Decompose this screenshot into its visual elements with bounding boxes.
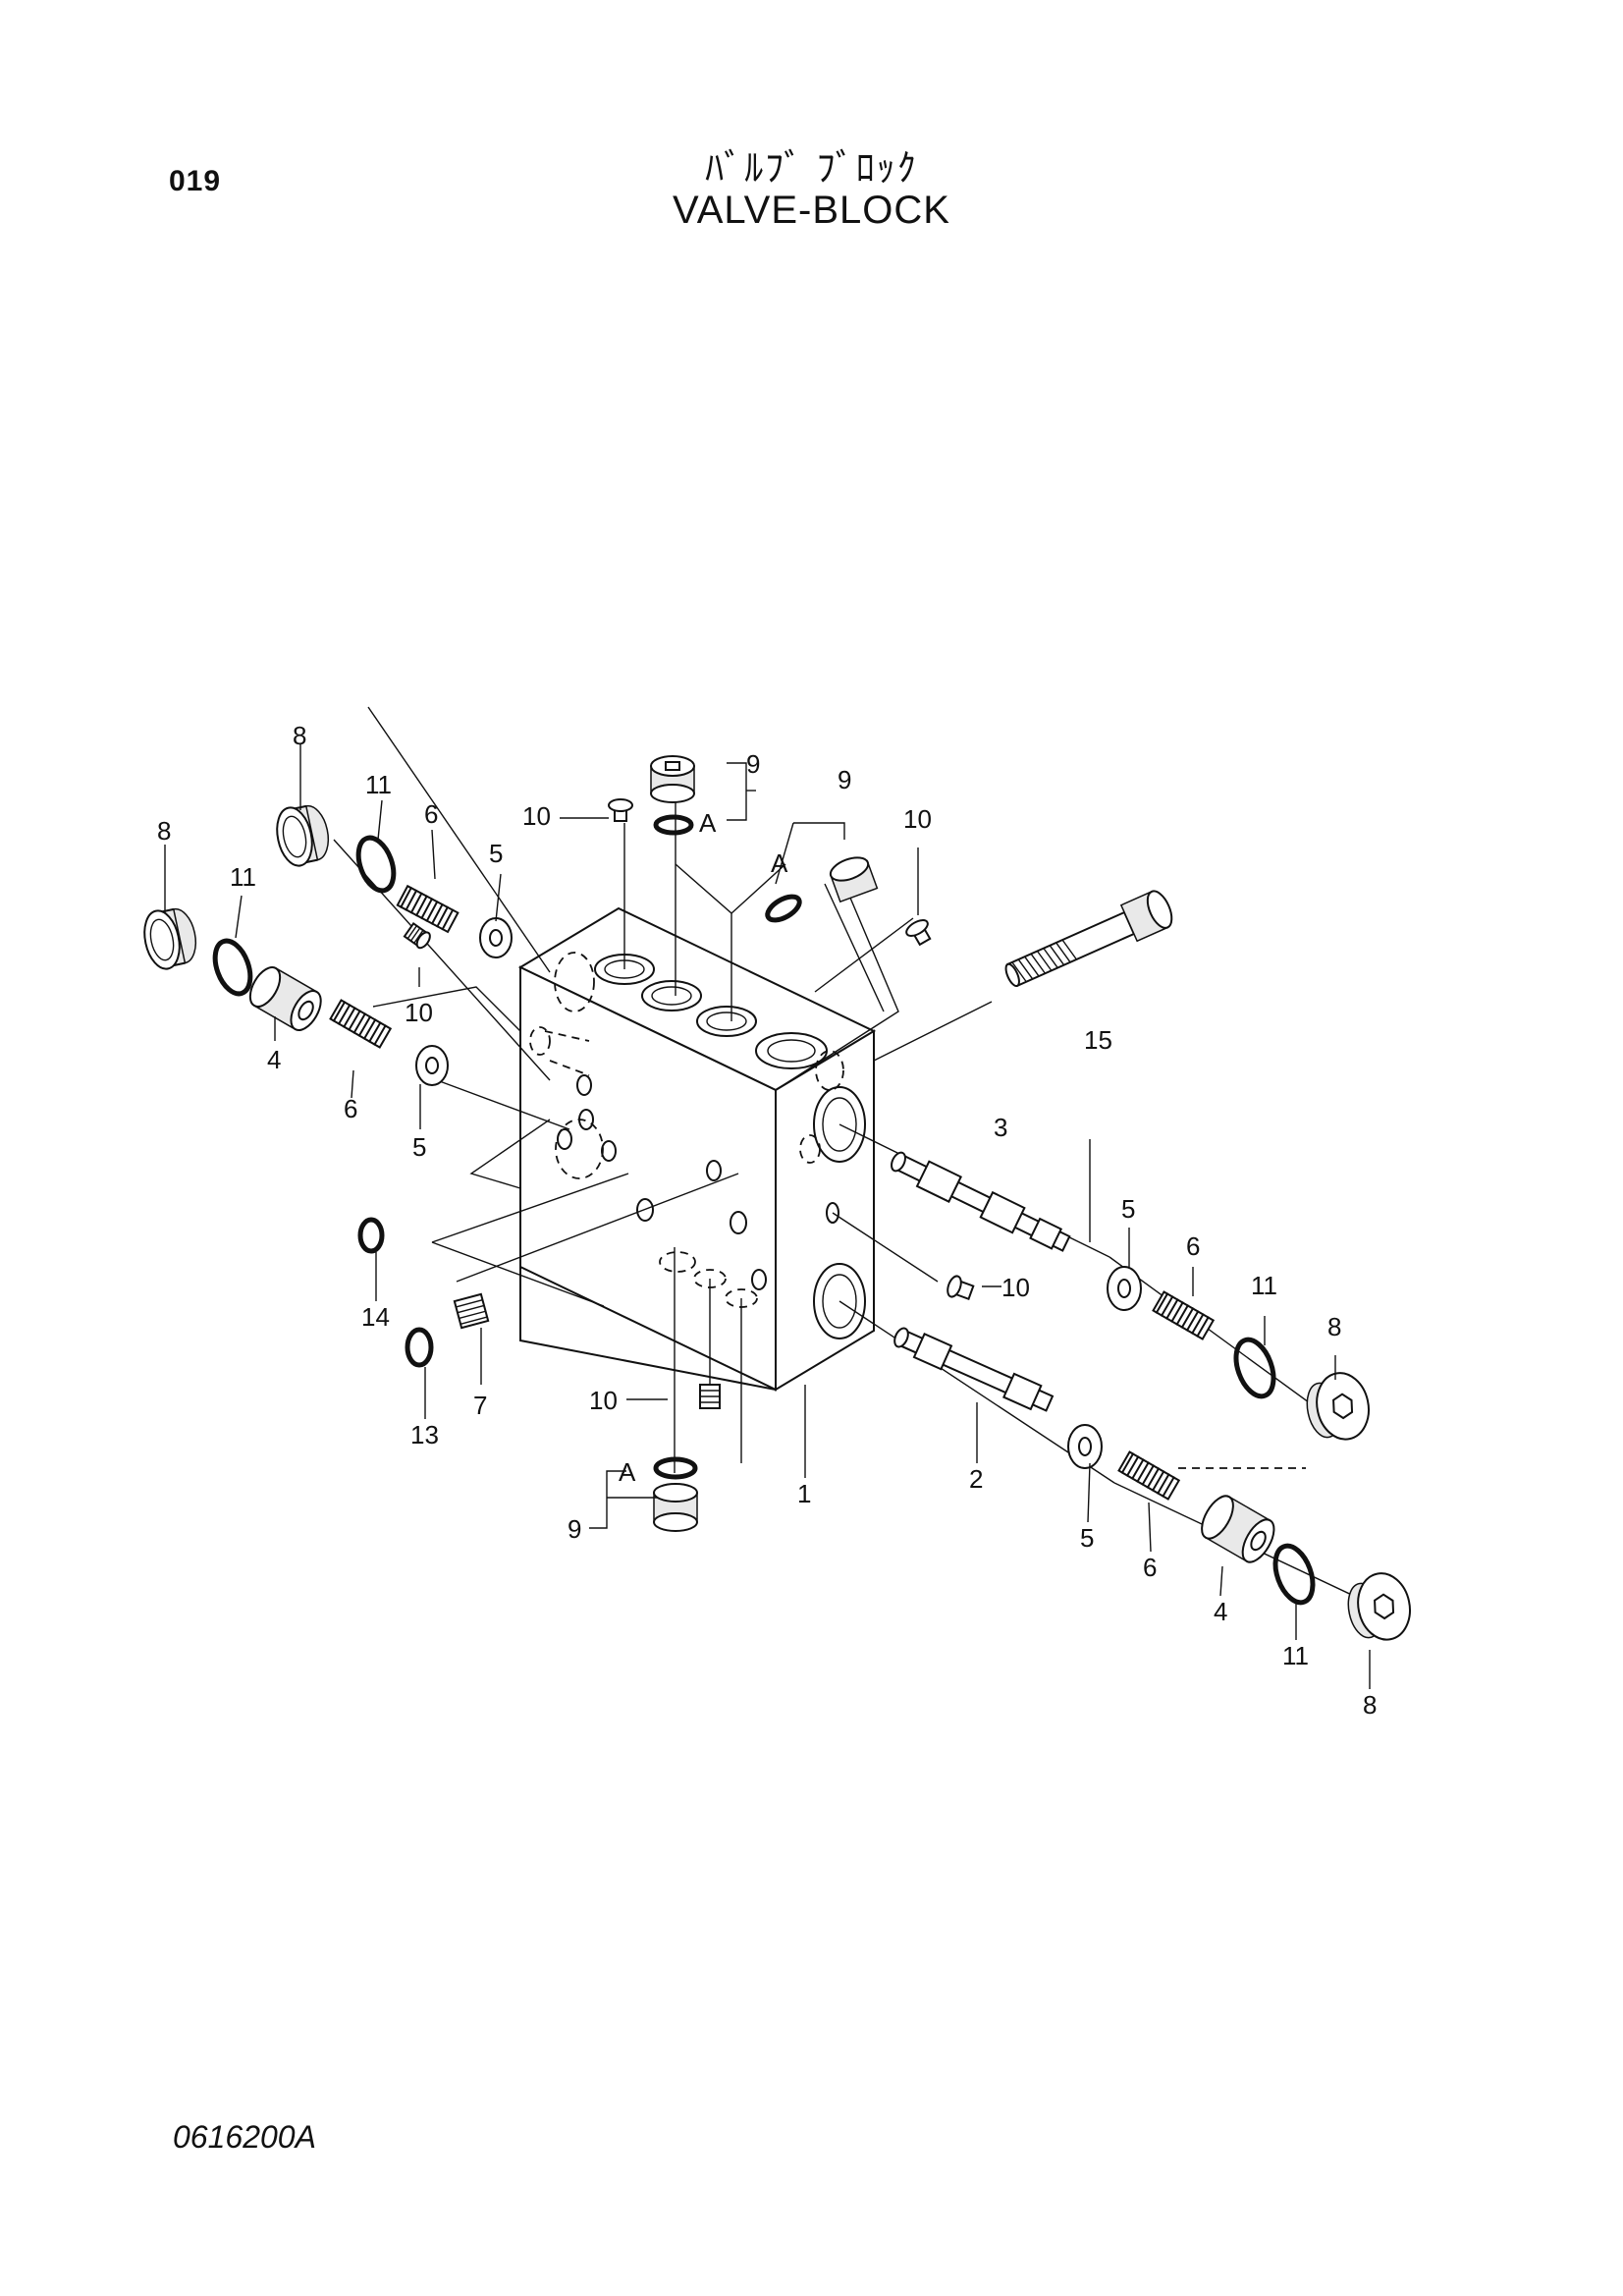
page-title-english: VALVE-BLOCK — [673, 189, 950, 232]
callout-7: 7 — [473, 1391, 487, 1420]
callout-5: 5 — [1121, 1194, 1135, 1224]
callout-10: 10 — [522, 801, 551, 831]
lower-right-spool-assembly — [893, 1327, 1411, 1641]
callout-10: 10 — [589, 1386, 618, 1415]
left-plug-assembly — [138, 902, 449, 1086]
page-title-japanese: ﾊﾞﾙﾌﾞ ﾌﾞﾛｯｸ — [705, 148, 918, 190]
callout-8: 8 — [157, 816, 171, 846]
callout-6: 6 — [344, 1094, 357, 1123]
callout-14: 14 — [361, 1302, 390, 1332]
callout-6: 6 — [1186, 1231, 1200, 1261]
callout-5: 5 — [489, 839, 503, 868]
callout-4: 4 — [1214, 1597, 1227, 1626]
top-plugs-and-screws — [608, 755, 1173, 988]
callout-13: 13 — [410, 1420, 439, 1449]
drawing-code: 0616200A — [173, 2119, 316, 2155]
callout-2: 2 — [969, 1464, 983, 1494]
valve-block-body — [517, 906, 877, 1392]
callout-9: 9 — [746, 749, 760, 779]
callout-9: 9 — [838, 765, 851, 794]
callout-11: 11 — [365, 770, 392, 799]
callout-11: 11 — [1282, 1641, 1309, 1670]
callout-3: 3 — [994, 1113, 1007, 1142]
callout-ref-a: A — [619, 1457, 636, 1487]
callout-9: 9 — [568, 1514, 581, 1544]
callout-6: 6 — [1143, 1553, 1157, 1582]
callout-5: 5 — [1080, 1523, 1094, 1553]
callout-10: 10 — [1001, 1273, 1030, 1302]
callout-labels: 8 11 6 5 10 9 A 9 A 10 8 11 10 4 6 5 15 … — [157, 721, 1377, 1720]
callout-8: 8 — [1327, 1312, 1341, 1341]
callout-10: 10 — [405, 998, 433, 1027]
upper-right-spool-assembly — [891, 1151, 1370, 1441]
page-number: 019 — [169, 165, 222, 197]
callout-11: 11 — [1251, 1271, 1277, 1300]
callout-leaders — [164, 743, 1371, 1689]
callout-11: 11 — [230, 862, 256, 892]
upper-left-plug-assembly — [271, 799, 513, 958]
callout-1: 1 — [797, 1479, 811, 1508]
callout-ref-a: A — [771, 848, 788, 878]
callout-8: 8 — [1363, 1690, 1377, 1720]
callout-6: 6 — [424, 799, 438, 829]
lower-small-parts — [357, 1217, 975, 1532]
callout-ref-a: A — [699, 808, 717, 838]
callout-8: 8 — [293, 721, 306, 750]
callout-10: 10 — [903, 804, 932, 834]
callout-5: 5 — [412, 1132, 426, 1162]
callout-15: 15 — [1084, 1025, 1112, 1055]
callout-4: 4 — [267, 1045, 281, 1074]
